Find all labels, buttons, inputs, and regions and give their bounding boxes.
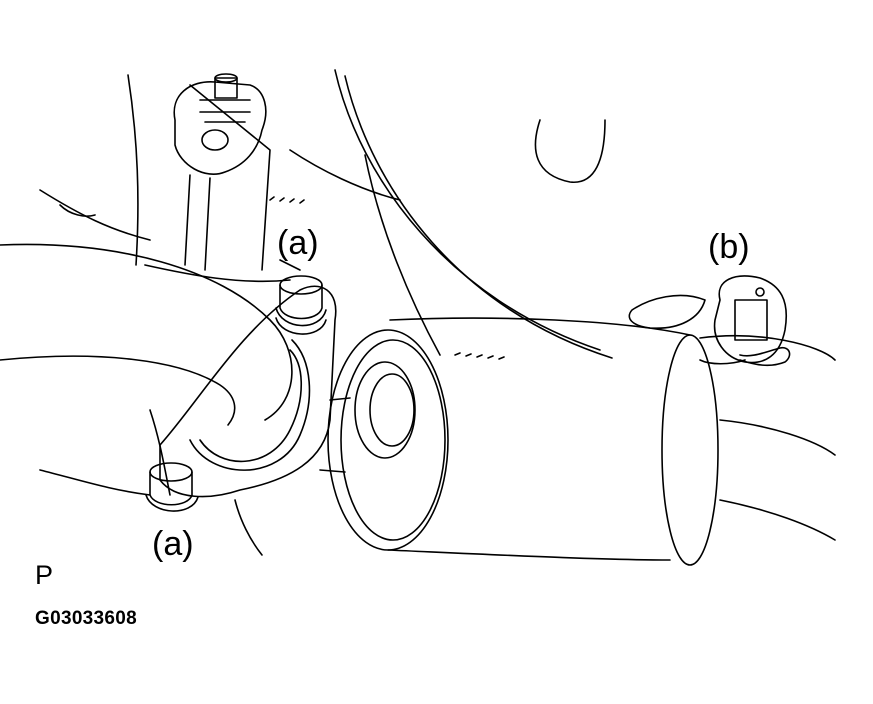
callout-bolt-a-bottom: (a) (152, 525, 194, 563)
exhaust-pipe (0, 243, 293, 426)
bolt-a-top (275, 275, 327, 335)
figure-code: G03033608 (35, 608, 138, 629)
view-marker: P (35, 560, 54, 590)
hanger-b (699, 275, 791, 367)
callout-hanger-b: (b) (708, 228, 750, 266)
chassis-background (39, 69, 706, 556)
upper-mount (173, 73, 267, 271)
muffler (319, 317, 836, 566)
exhaust-flange (159, 285, 337, 498)
bolt-a-bottom (145, 462, 199, 512)
callout-bolt-a-top: (a) (277, 224, 319, 262)
